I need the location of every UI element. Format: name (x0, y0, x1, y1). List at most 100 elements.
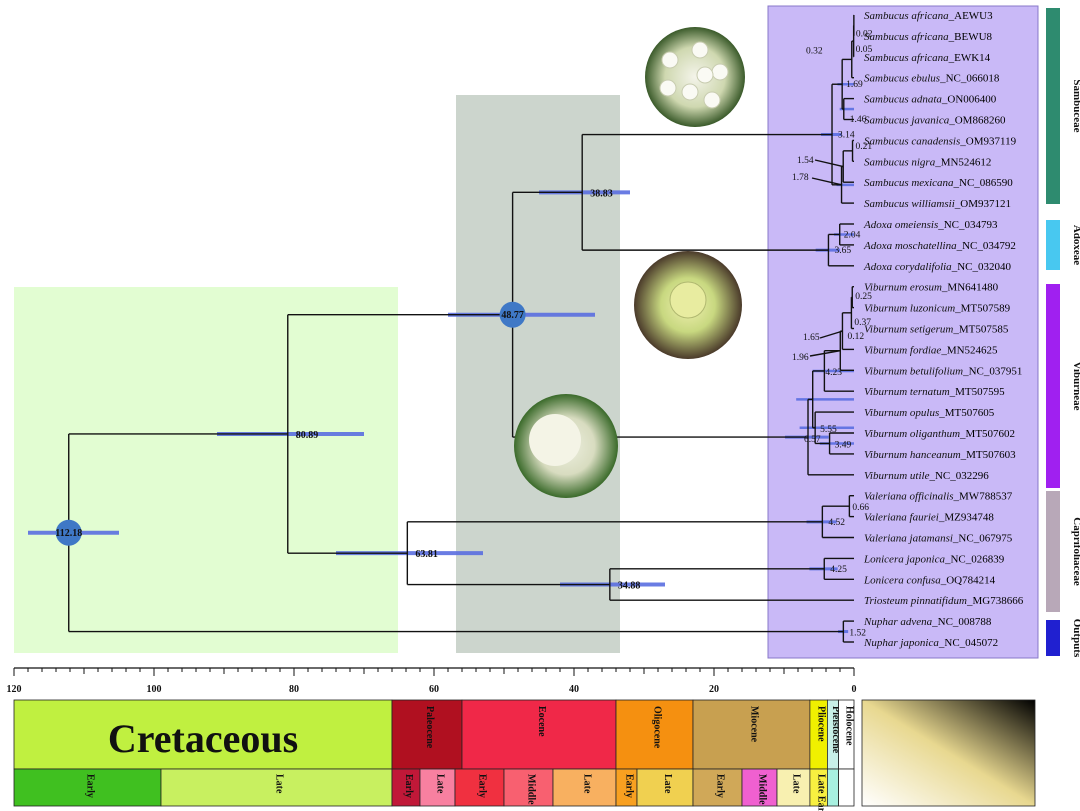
color-ramp (861, 699, 1036, 807)
period-box (692, 699, 811, 770)
tip-species: Sambucus africana (864, 10, 949, 22)
node-age-v037: 0.37 (854, 318, 871, 328)
node-age-s154: 1.54 (797, 156, 814, 166)
flower-dot (659, 79, 677, 97)
tree-branch (819, 330, 843, 339)
flower-dot (696, 66, 714, 84)
node-age-vib: 6.57 (804, 435, 821, 445)
family-label: Outputs (1071, 619, 1080, 658)
tip-accession: _NC_045072 (938, 637, 998, 649)
adoxa-flower (669, 281, 707, 319)
period-label-cretaceous: Cretaceous (108, 716, 298, 761)
tip-species: Viburnum oliganthum (864, 428, 960, 440)
subperiod-label: Early (715, 774, 726, 798)
cretaceous-band (14, 287, 398, 653)
family-label: Caprifoliaceae (1071, 517, 1080, 586)
axis-tick-label: 80 (289, 684, 299, 695)
tip-label: Adoxa omeiensis_NC_034793 (863, 219, 998, 231)
tip-label: Sambucus africana_EWK14 (864, 52, 991, 64)
viburnum-flowerhead (529, 414, 581, 466)
tip-label: Adoxa moschatellina_NC_034792 (863, 240, 1016, 252)
node-age-val: 4.52 (828, 518, 845, 528)
root-node-circle (55, 519, 82, 546)
tip-label: Sambucus africana_AEWU3 (864, 10, 993, 22)
tip-label: Nuphar japonica_NC_045072 (863, 637, 998, 649)
axis-tick-label: 20 (709, 684, 719, 695)
elderflower-photo (645, 27, 745, 127)
tip-label: Sambucus williamsii_OM937121 (864, 198, 1011, 210)
period-box (615, 699, 694, 770)
tip-accession: _MT507603 (960, 449, 1017, 461)
tip-label: Viburnum opulus_MT507605 (864, 407, 995, 419)
eocene-band (456, 95, 620, 653)
tip-species: Viburnum opulus (864, 407, 939, 419)
family-bar (1046, 8, 1060, 204)
tip-species: Triosteum pinnatifidum (864, 595, 967, 607)
tip-species: Valeriana fauriei (864, 512, 939, 524)
node-age-38: 38.83 (590, 188, 613, 199)
axis-tick-label: 60 (429, 684, 439, 695)
tip-label: Valeriana officinalis_MW788537 (864, 491, 1013, 503)
flower-dot (681, 83, 699, 101)
tip-label: Viburnum oliganthum_MT507602 (864, 428, 1015, 440)
tip-species: Viburnum hanceanum (864, 449, 961, 461)
flower-dot (703, 91, 721, 109)
subperiod-box (13, 768, 162, 807)
subperiod-box (776, 768, 811, 807)
subperiod-box (741, 768, 778, 807)
tip-label: Viburnum setigerum_MT507585 (864, 324, 1009, 336)
node-age-s005: 0.05 (856, 45, 873, 55)
family-bar (1046, 284, 1060, 488)
tip-species: Nuphar advena (863, 616, 933, 628)
tip-label: Lonicera japonica_NC_026839 (863, 553, 1005, 565)
node-age-v423: 4.23 (825, 368, 842, 378)
axis-tick-label: 40 (569, 684, 579, 695)
tip-accession: _NC_034792 (956, 240, 1016, 252)
period-cretaceous (13, 699, 393, 770)
node-age-v012: 0.12 (847, 332, 864, 342)
node-age-80: 80.89 (296, 430, 319, 441)
tip-label: Viburnum utile_NC_032296 (864, 470, 989, 482)
root-age: 112.18 (55, 528, 82, 539)
tip-species: Adoxa corydalifolia (863, 261, 952, 273)
tip-species: Viburnum fordiae (864, 344, 941, 356)
tip-accession: _NC_066018 (939, 73, 1000, 85)
tip-accession: _NC_086590 (953, 177, 1014, 189)
tip-accession: _NC_032296 (928, 470, 989, 482)
period-label: Pliocene (816, 706, 827, 742)
subperiod-box (838, 768, 855, 807)
period-box (461, 699, 617, 770)
node-age-val066: 0.66 (852, 503, 869, 513)
node-age-s021: 0.21 (856, 142, 873, 152)
tip-accession: _NC_026839 (944, 553, 1005, 565)
tip-label: Sambucus nigra_MN524612 (864, 156, 991, 168)
tip-species: Sambucus canadensis (864, 135, 960, 147)
tip-species: Adoxa omeiensis (863, 219, 938, 231)
tip-label: Viburnum hanceanum_MT507603 (864, 449, 1016, 461)
tip-species: Viburnum luzonicum (864, 303, 955, 315)
tip-accession: _MN524612 (934, 156, 991, 168)
node-age-v555: 5.55 (820, 425, 837, 435)
tip-accession: _NC_037951 (962, 365, 1022, 377)
subperiod-label: Late (435, 774, 446, 794)
node-age-samb: 3.14 (838, 131, 855, 141)
tip-label: Sambucus africana_BEWU8 (864, 31, 993, 43)
tip-label: Viburnum luzonicum_MT507589 (864, 303, 1011, 315)
tip-label: Sambucus adnata_ON006400 (864, 94, 997, 106)
tip-accession: _MT507595 (949, 386, 1006, 398)
subperiod-label: Early (403, 774, 414, 798)
subperiod-box (419, 768, 456, 807)
node-age-adox: 3.65 (834, 246, 851, 256)
tip-species: Viburnum ternatum (864, 386, 950, 398)
node-age-s169: 1.69 (846, 80, 863, 90)
subperiod-label: Early (85, 774, 96, 798)
tip-species: Sambucus javanica (864, 115, 950, 127)
node-age-nup: 1.52 (849, 629, 866, 639)
family-bar (1046, 491, 1060, 612)
family-label: Adoxeae (1071, 225, 1080, 265)
family-label: Viburneae (1071, 361, 1080, 410)
tip-label: Sambucus ebulus_NC_066018 (864, 73, 1000, 85)
node-age-s146: 1.46 (850, 115, 867, 125)
tip-accession: _EWK14 (948, 52, 991, 64)
